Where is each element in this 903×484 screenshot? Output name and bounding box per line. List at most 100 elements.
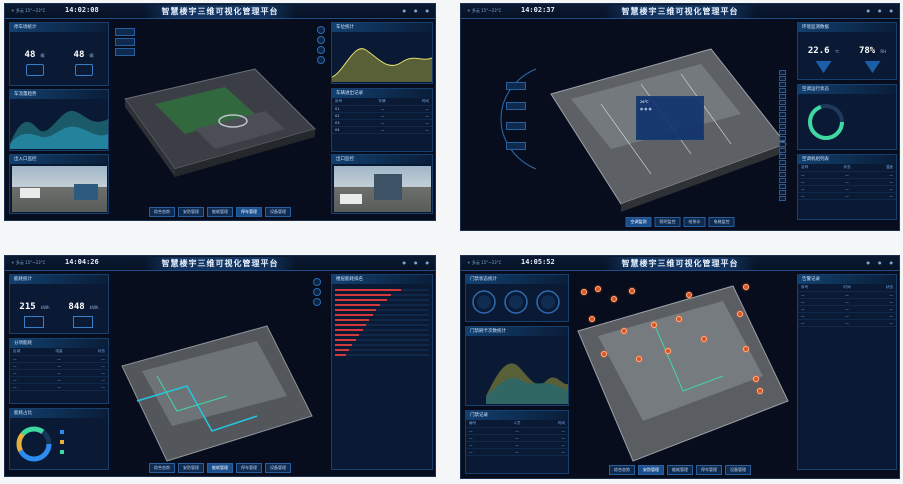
alarm-marker[interactable]: [757, 388, 763, 394]
nav-item[interactable]: 安防管理: [178, 207, 204, 217]
right-icon-buttons[interactable]: [313, 278, 321, 306]
floor-button[interactable]: [779, 124, 786, 129]
table-row[interactable]: ———: [10, 356, 108, 363]
layer-icon[interactable]: [317, 46, 325, 54]
table-row[interactable]: ———: [798, 313, 896, 320]
tool-button[interactable]: [115, 28, 135, 36]
nav-item[interactable]: 给排水: [683, 217, 706, 227]
floor-button[interactable]: [779, 118, 786, 123]
top-right-tools[interactable]: ●●●: [402, 260, 430, 265]
alarm-marker[interactable]: [581, 289, 587, 295]
alarm-marker[interactable]: [601, 351, 607, 357]
alarm-marker[interactable]: [636, 356, 642, 362]
floor-button[interactable]: [779, 166, 786, 171]
table-row[interactable]: ———: [466, 449, 568, 456]
floor-button[interactable]: [779, 112, 786, 117]
building-3d-view[interactable]: [115, 59, 325, 179]
table-row[interactable]: 03——: [332, 120, 432, 127]
left-tool-buttons[interactable]: [115, 28, 135, 56]
floor-button[interactable]: [779, 106, 786, 111]
alarm-marker[interactable]: [621, 328, 627, 334]
table-row[interactable]: ———: [798, 193, 896, 200]
tool-button[interactable]: [115, 38, 135, 46]
table-row[interactable]: ———: [798, 320, 896, 327]
floor-button[interactable]: [779, 142, 786, 147]
rotate-icon[interactable]: [317, 36, 325, 44]
table-row[interactable]: ———: [10, 363, 108, 370]
nav-item[interactable]: 能耗管理: [667, 465, 693, 475]
table-row[interactable]: ———: [798, 299, 896, 306]
nav-item[interactable]: 综合态势: [149, 463, 175, 473]
floor-button[interactable]: [779, 178, 786, 183]
floor-button[interactable]: [779, 154, 786, 159]
tool-button[interactable]: [115, 48, 135, 56]
menu-button[interactable]: [506, 122, 526, 130]
bottom-nav[interactable]: 综合态势 安防管理 能耗管理 停车管理 设备管理: [149, 463, 291, 473]
zoom-icon[interactable]: [317, 26, 325, 34]
alarm-marker[interactable]: [665, 348, 671, 354]
table-row[interactable]: ———: [10, 370, 108, 377]
table-row[interactable]: ———: [798, 306, 896, 313]
nav-item[interactable]: 停车管理: [236, 463, 262, 473]
table-row[interactable]: ———: [466, 428, 568, 435]
floor-button[interactable]: [779, 88, 786, 93]
floor-button[interactable]: [779, 148, 786, 153]
bottom-nav[interactable]: 空调监测 照明监控 给排水 电梯监控: [625, 217, 735, 227]
nav-item[interactable]: 安防管理: [638, 465, 664, 475]
top-right-tools[interactable]: ●●●: [402, 8, 430, 13]
layer-icon[interactable]: [313, 298, 321, 306]
floor-button[interactable]: [779, 136, 786, 141]
table-row[interactable]: ———: [798, 186, 896, 193]
nav-item[interactable]: 综合态势: [149, 207, 175, 217]
alarm-marker[interactable]: [753, 376, 759, 382]
floor-button[interactable]: [779, 76, 786, 81]
floor-selector[interactable]: [779, 70, 786, 201]
floor-button[interactable]: [779, 130, 786, 135]
alarm-marker[interactable]: [743, 346, 749, 352]
alarm-marker[interactable]: [676, 316, 682, 322]
floor-3d-view[interactable]: [117, 316, 317, 466]
table-row[interactable]: 02——: [332, 113, 432, 120]
alarm-marker[interactable]: [611, 296, 617, 302]
top-right-tools[interactable]: ●●●: [866, 260, 894, 265]
camera-feed[interactable]: [12, 166, 107, 212]
floor-button[interactable]: [779, 100, 786, 105]
top-right-tools[interactable]: ●●●: [866, 8, 894, 13]
table-row[interactable]: ———: [798, 172, 896, 179]
table-row[interactable]: ———: [466, 435, 568, 442]
nav-item[interactable]: 空调监测: [625, 217, 652, 227]
floor-button[interactable]: [779, 70, 786, 75]
table-row[interactable]: ———: [798, 292, 896, 299]
camera-feed[interactable]: [334, 166, 431, 212]
floor-button[interactable]: [779, 172, 786, 177]
menu-button[interactable]: [506, 102, 526, 110]
table-row[interactable]: 01——: [332, 106, 432, 113]
table-row[interactable]: ———: [10, 384, 108, 391]
nav-item[interactable]: 停车管理: [696, 465, 722, 475]
menu-button[interactable]: [506, 142, 526, 150]
nav-item[interactable]: 设备管理: [725, 465, 751, 475]
right-icon-buttons[interactable]: [317, 26, 325, 64]
nav-item[interactable]: 停车管理: [236, 207, 262, 217]
bottom-nav[interactable]: 综合态势 安防管理 能耗管理 停车管理 设备管理: [609, 465, 751, 475]
floor-button[interactable]: [779, 196, 786, 201]
menu-button[interactable]: [506, 82, 526, 90]
nav-item[interactable]: 安防管理: [178, 463, 204, 473]
reset-icon[interactable]: [317, 56, 325, 64]
nav-item[interactable]: 设备管理: [265, 463, 291, 473]
nav-item[interactable]: 照明监控: [654, 217, 681, 227]
zoom-icon[interactable]: [313, 278, 321, 286]
alarm-marker[interactable]: [737, 311, 743, 317]
alarm-marker[interactable]: [589, 316, 595, 322]
table-row[interactable]: ———: [798, 179, 896, 186]
table-row[interactable]: ———: [466, 442, 568, 449]
arc-menu-buttons[interactable]: [506, 82, 526, 150]
floor-button[interactable]: [779, 82, 786, 87]
arc-menu[interactable]: [481, 64, 541, 174]
alarm-marker[interactable]: [629, 288, 635, 294]
nav-item[interactable]: 能耗管理: [207, 463, 233, 473]
floor-button[interactable]: [779, 94, 786, 99]
device-popup[interactable]: 26℃ ● ● ●: [636, 96, 704, 140]
table-row[interactable]: 04——: [332, 127, 432, 134]
table-row[interactable]: ———: [10, 377, 108, 384]
